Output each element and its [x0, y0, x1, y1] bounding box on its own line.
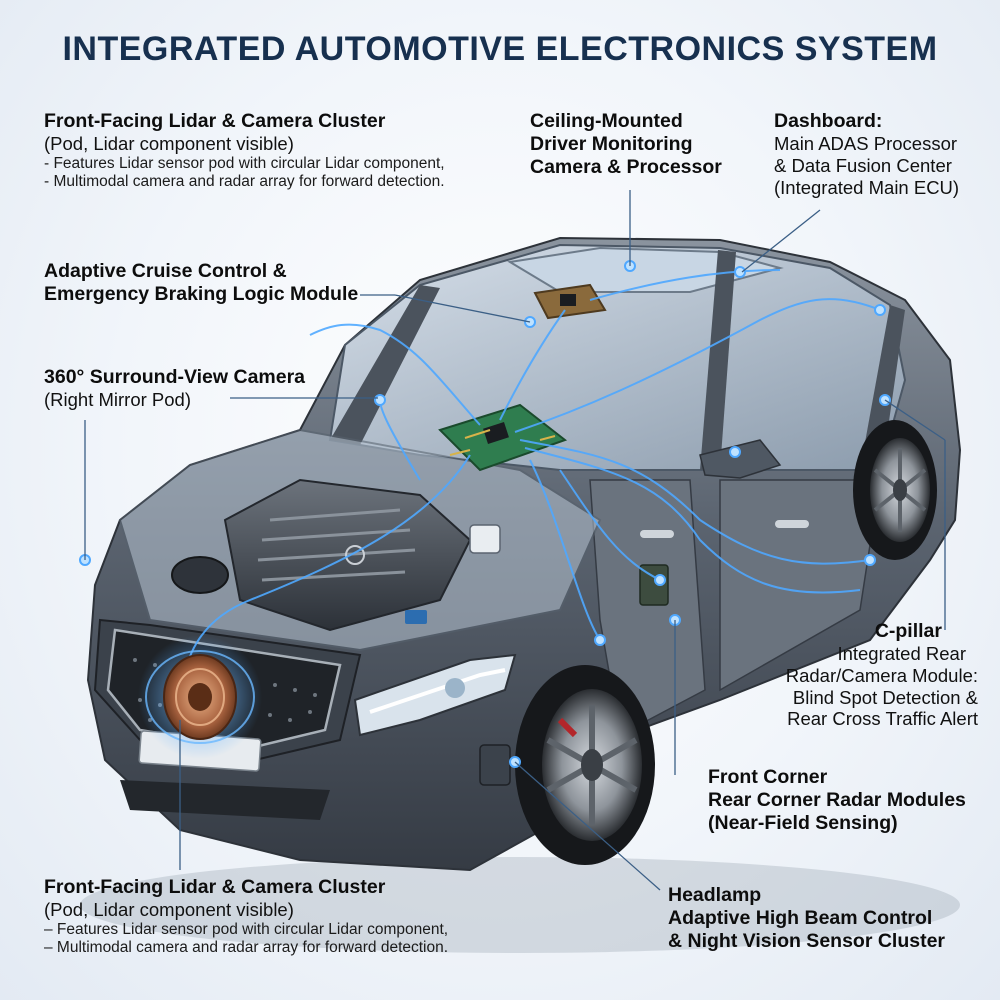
callout-line: Ceiling-Mounted	[530, 110, 683, 132]
a-pillar	[330, 285, 440, 445]
callout-bullet: – Multimodal camera and radar array for …	[44, 939, 449, 957]
headlamp-lens	[445, 678, 465, 698]
engine-emblem	[345, 545, 365, 565]
callout-subtitle: (Right Mirror Pod)	[44, 389, 191, 410]
callout-bullet: - Features Lidar sensor pod with circula…	[44, 154, 445, 172]
callout-line: Integrated Rear	[837, 643, 966, 664]
callout-acc-module: Adaptive Cruise Control & Emergency Brak…	[44, 260, 374, 306]
coolant-reservoir	[469, 524, 501, 554]
callout-subtitle: (Pod, Lidar component visible)	[44, 899, 294, 920]
lidar-pod	[138, 635, 262, 759]
callout-surround-camera: 360° Surround-View Camera (Right Mirror …	[44, 366, 314, 411]
network-nodes	[79, 260, 891, 768]
callout-line: Rear Cross Traffic Alert	[787, 708, 978, 730]
callout-line: Radar/Camera Module:	[785, 664, 978, 686]
callout-line: Adaptive Cruise Control &	[44, 260, 287, 282]
callout-c-pillar: C-pillar Integrated Rear Radar/Camera Mo…	[740, 620, 978, 730]
callout-headlamp: Headlamp Adaptive High Beam Control & Ni…	[668, 884, 968, 953]
c-pillar-shape	[860, 305, 905, 470]
headlamp-drl	[369, 668, 506, 714]
door-handle-front	[640, 530, 674, 538]
callout-line: Blind Spot Detection &	[792, 686, 978, 708]
callout-title: 360° Surround-View Camera	[44, 366, 306, 388]
dashboard-ecu-board	[438, 403, 568, 472]
callout-front-lidar-top: Front-Facing Lidar & Camera Cluster (Pod…	[44, 110, 564, 191]
callout-line: Main ADAS Processor	[774, 133, 958, 154]
callout-line: & Night Vision Sensor Cluster	[668, 930, 946, 952]
callout-bullet: – Features Lidar sensor pod with circula…	[44, 920, 449, 938]
callout-bullet: - Multimodal camera and radar array for …	[44, 173, 445, 191]
fuse-box	[405, 610, 427, 624]
callout-line: & Data Fusion Center	[774, 154, 952, 176]
callout-front-lidar-bottom: Front-Facing Lidar & Camera Cluster (Pod…	[44, 876, 604, 957]
callout-title: Headlamp	[668, 884, 762, 906]
lower-intake	[120, 780, 330, 820]
callout-dashboard: Dashboard: Main ADAS Processor & Data Fu…	[774, 110, 989, 198]
callout-driver-monitoring: Ceiling-Mounted Driver Monitoring Camera…	[530, 110, 760, 179]
front-wheel	[515, 665, 655, 865]
b-pillar	[700, 250, 736, 470]
callout-title: Front-Facing Lidar & Camera Cluster	[44, 110, 386, 132]
data-network-lines	[183, 269, 881, 701]
callout-title: Dashboard:	[774, 110, 883, 132]
page-title: INTEGRATED AUTOMOTIVE ELECTRONICS SYSTEM	[62, 30, 938, 68]
callout-line: Rear Corner Radar Modules	[708, 789, 966, 811]
door-handle-rear	[775, 520, 809, 528]
callout-line: (Near-Field Sensing)	[708, 812, 898, 834]
door-rear	[719, 479, 881, 692]
callout-title: C-pillar	[874, 620, 942, 642]
intake-duct	[171, 556, 229, 594]
rear-wheel	[853, 420, 937, 560]
callout-line: Driver Monitoring	[530, 133, 693, 155]
callout-line: (Integrated Main ECU)	[774, 176, 960, 198]
callout-line: Adaptive High Beam Control	[668, 907, 933, 929]
ground-shadow	[80, 857, 960, 953]
callout-subtitle: (Pod, Lidar component visible)	[44, 133, 294, 154]
side-mirror	[699, 439, 782, 479]
ceiling-camera-board	[533, 283, 607, 320]
engine-ribs	[257, 508, 416, 582]
corner-radar-module	[479, 744, 511, 786]
callout-line: Camera & Processor	[530, 156, 722, 178]
callout-line: Emergency Braking Logic Module	[44, 283, 359, 305]
leader-lines	[84, 190, 946, 891]
callout-title: Front-Facing Lidar & Camera Cluster	[44, 876, 386, 898]
callout-title: Front Corner	[708, 766, 828, 788]
callout-corner-radar: Front Corner Rear Corner Radar Modules (…	[708, 766, 978, 835]
